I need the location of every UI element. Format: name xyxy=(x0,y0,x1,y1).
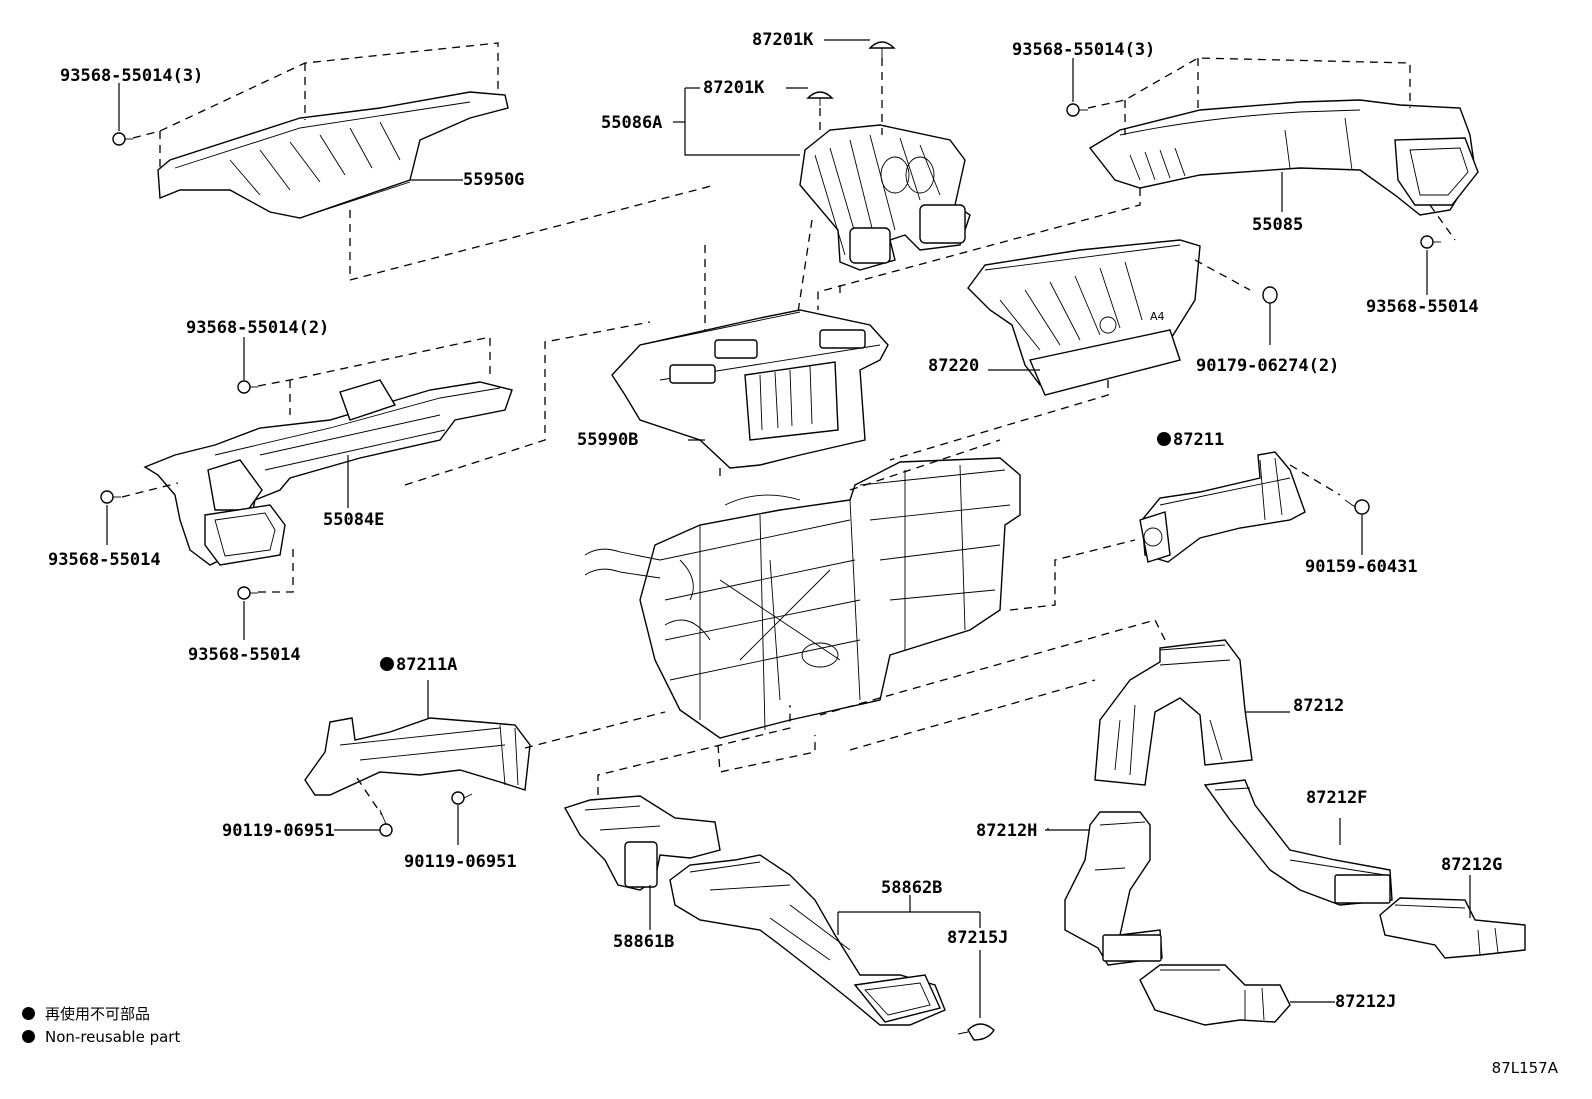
part-87220[interactable]: A4 xyxy=(967,239,1201,396)
label-87211[interactable]: 87211 xyxy=(1157,430,1224,450)
bolt-fastener-1 xyxy=(1344,499,1370,515)
part-55085[interactable] xyxy=(1088,99,1479,216)
part-marking-a4: A4 xyxy=(1150,310,1165,323)
label-93568-55014-lower[interactable]: 93568-55014 xyxy=(188,645,301,665)
part-87212[interactable] xyxy=(1094,639,1253,786)
non-reusable-dot xyxy=(22,1030,35,1043)
label-55950g[interactable]: 55950G xyxy=(463,170,525,190)
clip-fastener-5 xyxy=(100,490,121,504)
label-87211a[interactable]: 87211A xyxy=(380,655,457,675)
label-58862b[interactable]: 58862B xyxy=(881,878,943,898)
label-93568-55014-left[interactable]: 93568-55014 xyxy=(48,550,161,570)
label-55086a[interactable]: 55086A xyxy=(601,113,663,133)
label-87212g[interactable]: 87212G xyxy=(1441,855,1503,875)
label-87212h[interactable]: 87212H xyxy=(976,821,1038,841)
label-55990b[interactable]: 55990B xyxy=(577,430,639,450)
clip-87201k-a xyxy=(868,41,896,58)
legend-text-en: Non-reusable part xyxy=(45,1028,181,1046)
legend-text-jp: 再使用不可部品 xyxy=(45,1005,151,1023)
legend-row-en: Non-reusable part xyxy=(22,1028,180,1046)
clip-fastener-2 xyxy=(1066,103,1088,117)
part-55990b[interactable] xyxy=(611,309,889,469)
non-reusable-dot xyxy=(380,657,394,671)
label-55084e[interactable]: 55084E xyxy=(323,510,385,530)
washer-fastener xyxy=(1262,286,1278,304)
label-87220[interactable]: 87220 xyxy=(928,356,980,376)
part-87211[interactable] xyxy=(1139,451,1306,563)
clip-fastener-3 xyxy=(1420,235,1441,249)
part-87212h[interactable] xyxy=(1064,811,1163,966)
part-87211a[interactable] xyxy=(304,717,531,796)
non-reusable-dot xyxy=(22,1007,35,1020)
bolt-fastener-3 xyxy=(451,791,473,805)
label-93568-55014-3-b[interactable]: 93568-55014(3) xyxy=(1012,40,1156,60)
label-87212[interactable]: 87212 xyxy=(1293,696,1345,716)
clip-87215j xyxy=(957,1023,995,1041)
label-87212j[interactable]: 87212J xyxy=(1335,992,1397,1012)
label-90159-60431[interactable]: 90159-60431 xyxy=(1305,557,1418,577)
part-87212g[interactable] xyxy=(1379,897,1526,959)
label-90119-06951-b[interactable]: 90119-06951 xyxy=(404,852,517,872)
label-93568-55014-3-a[interactable]: 93568-55014(3) xyxy=(60,66,204,86)
label-87201k-a[interactable]: 87201K xyxy=(752,30,814,50)
label-87215j[interactable]: 87215J xyxy=(947,928,1009,948)
part-55086a[interactable] xyxy=(799,124,971,271)
label-93568-55014-2[interactable]: 93568-55014(2) xyxy=(186,318,330,338)
label-55085[interactable]: 55085 xyxy=(1252,215,1304,235)
label-58861b[interactable]: 58861B xyxy=(613,932,675,952)
clip-fastener-6 xyxy=(237,586,258,600)
legend-row-jp: 再使用不可部品 xyxy=(22,1003,150,1024)
part-hvac-unit xyxy=(584,457,1021,739)
label-87201k-b[interactable]: 87201K xyxy=(703,78,765,98)
part-58861b[interactable] xyxy=(563,795,721,891)
part-55084e[interactable] xyxy=(143,379,513,566)
clip-87201k-b xyxy=(806,91,834,106)
clip-fastener-4 xyxy=(237,380,258,394)
label-90119-06951-a[interactable]: 90119-06951 xyxy=(222,821,335,841)
clip-fastener-1 xyxy=(112,132,133,146)
label-87212f[interactable]: 87212F xyxy=(1306,788,1368,808)
part-55950g[interactable] xyxy=(157,91,509,219)
catalog-code: 87L157A xyxy=(1491,1059,1558,1077)
part-58862b[interactable] xyxy=(669,854,946,1026)
label-90179-06274-2[interactable]: 90179-06274(2) xyxy=(1196,356,1340,376)
non-reusable-dot xyxy=(1157,432,1171,446)
part-87212j[interactable] xyxy=(1139,964,1291,1026)
part-87212f[interactable] xyxy=(1203,779,1393,906)
label-93568-55014-right[interactable]: 93568-55014 xyxy=(1366,297,1479,317)
